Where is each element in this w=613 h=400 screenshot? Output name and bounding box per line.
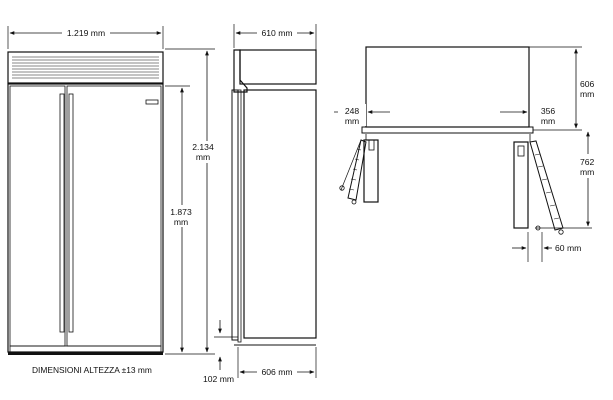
plan-right-door-stop: [535, 225, 541, 231]
plan-door-line: [361, 126, 534, 134]
plan-cabinet: [365, 46, 530, 128]
side-grille-top-plate: [239, 49, 317, 85]
plan-right-door-handle: [517, 145, 525, 157]
front-labels: 1.219 mm 2.134 mm 1.873 mm DIMENSIONI AL…: [32, 27, 216, 375]
plan-left-door: [363, 139, 379, 203]
freezer-door: [9, 85, 66, 347]
side-labels: 610 mm 102 mm 606 mm: [203, 27, 297, 384]
grille-louvers: [12, 56, 159, 79]
plan-right-door: [513, 141, 529, 229]
plan-left-door-pivot: [339, 185, 345, 191]
plan-right-door-swing: [529, 140, 564, 231]
front-grille: [7, 51, 164, 84]
handle-clearance-label: 60 mm: [555, 243, 581, 253]
left-door-label: 248: [345, 106, 360, 116]
door-swing-label: 762: [580, 157, 595, 167]
plan-left-door-stop: [351, 199, 357, 205]
side-door-panel: [231, 89, 239, 341]
door-height-unit: mm: [174, 217, 188, 227]
total-height-unit: mm: [196, 152, 210, 162]
plan-left-swing-hatch: [348, 148, 362, 191]
freezer-handle: [59, 93, 65, 333]
door-height-label: 1.873: [170, 207, 192, 217]
left-door-unit: mm: [345, 116, 359, 126]
plan-left-door-arc: [340, 139, 362, 191]
plan-depth-unit: mm: [580, 89, 594, 99]
total-height-label: 2.134: [192, 142, 214, 152]
plan-right-door-pivot: [558, 229, 564, 235]
front-cabinet: [7, 83, 164, 353]
side-depth-label: 610 mm: [261, 28, 292, 38]
plan-view: [334, 46, 592, 262]
side-door-edge: [237, 89, 242, 343]
fridge-handle: [68, 93, 74, 333]
side-view: [214, 24, 317, 378]
door-swing-unit: mm: [580, 167, 594, 177]
fridge-door: [66, 85, 162, 347]
plan-left-door-swing: [347, 139, 367, 201]
front-view: [7, 26, 215, 355]
height-tolerance-note: DIMENSIONI ALTEZZA ±13 mm: [32, 365, 152, 375]
plan-depth-label: 606: [580, 79, 595, 89]
plan-labels: 606 mm 248 mm 356 mm 762 mm 60 mm: [338, 79, 604, 253]
front-width-label: 1.219 mm: [67, 28, 105, 38]
toe-kick-label: 102 mm: [203, 374, 234, 384]
brand-badge: [145, 99, 159, 105]
bottom-depth-label: 606 mm: [261, 367, 292, 377]
right-door-label: 356: [541, 106, 556, 116]
plan-right-swing-hatch: [534, 153, 560, 220]
side-cabinet: [243, 89, 317, 339]
right-door-unit: mm: [541, 116, 555, 126]
front-base-bar: [8, 352, 163, 355]
toe-kick-front: [9, 345, 162, 353]
plan-left-door-handle: [368, 139, 375, 151]
